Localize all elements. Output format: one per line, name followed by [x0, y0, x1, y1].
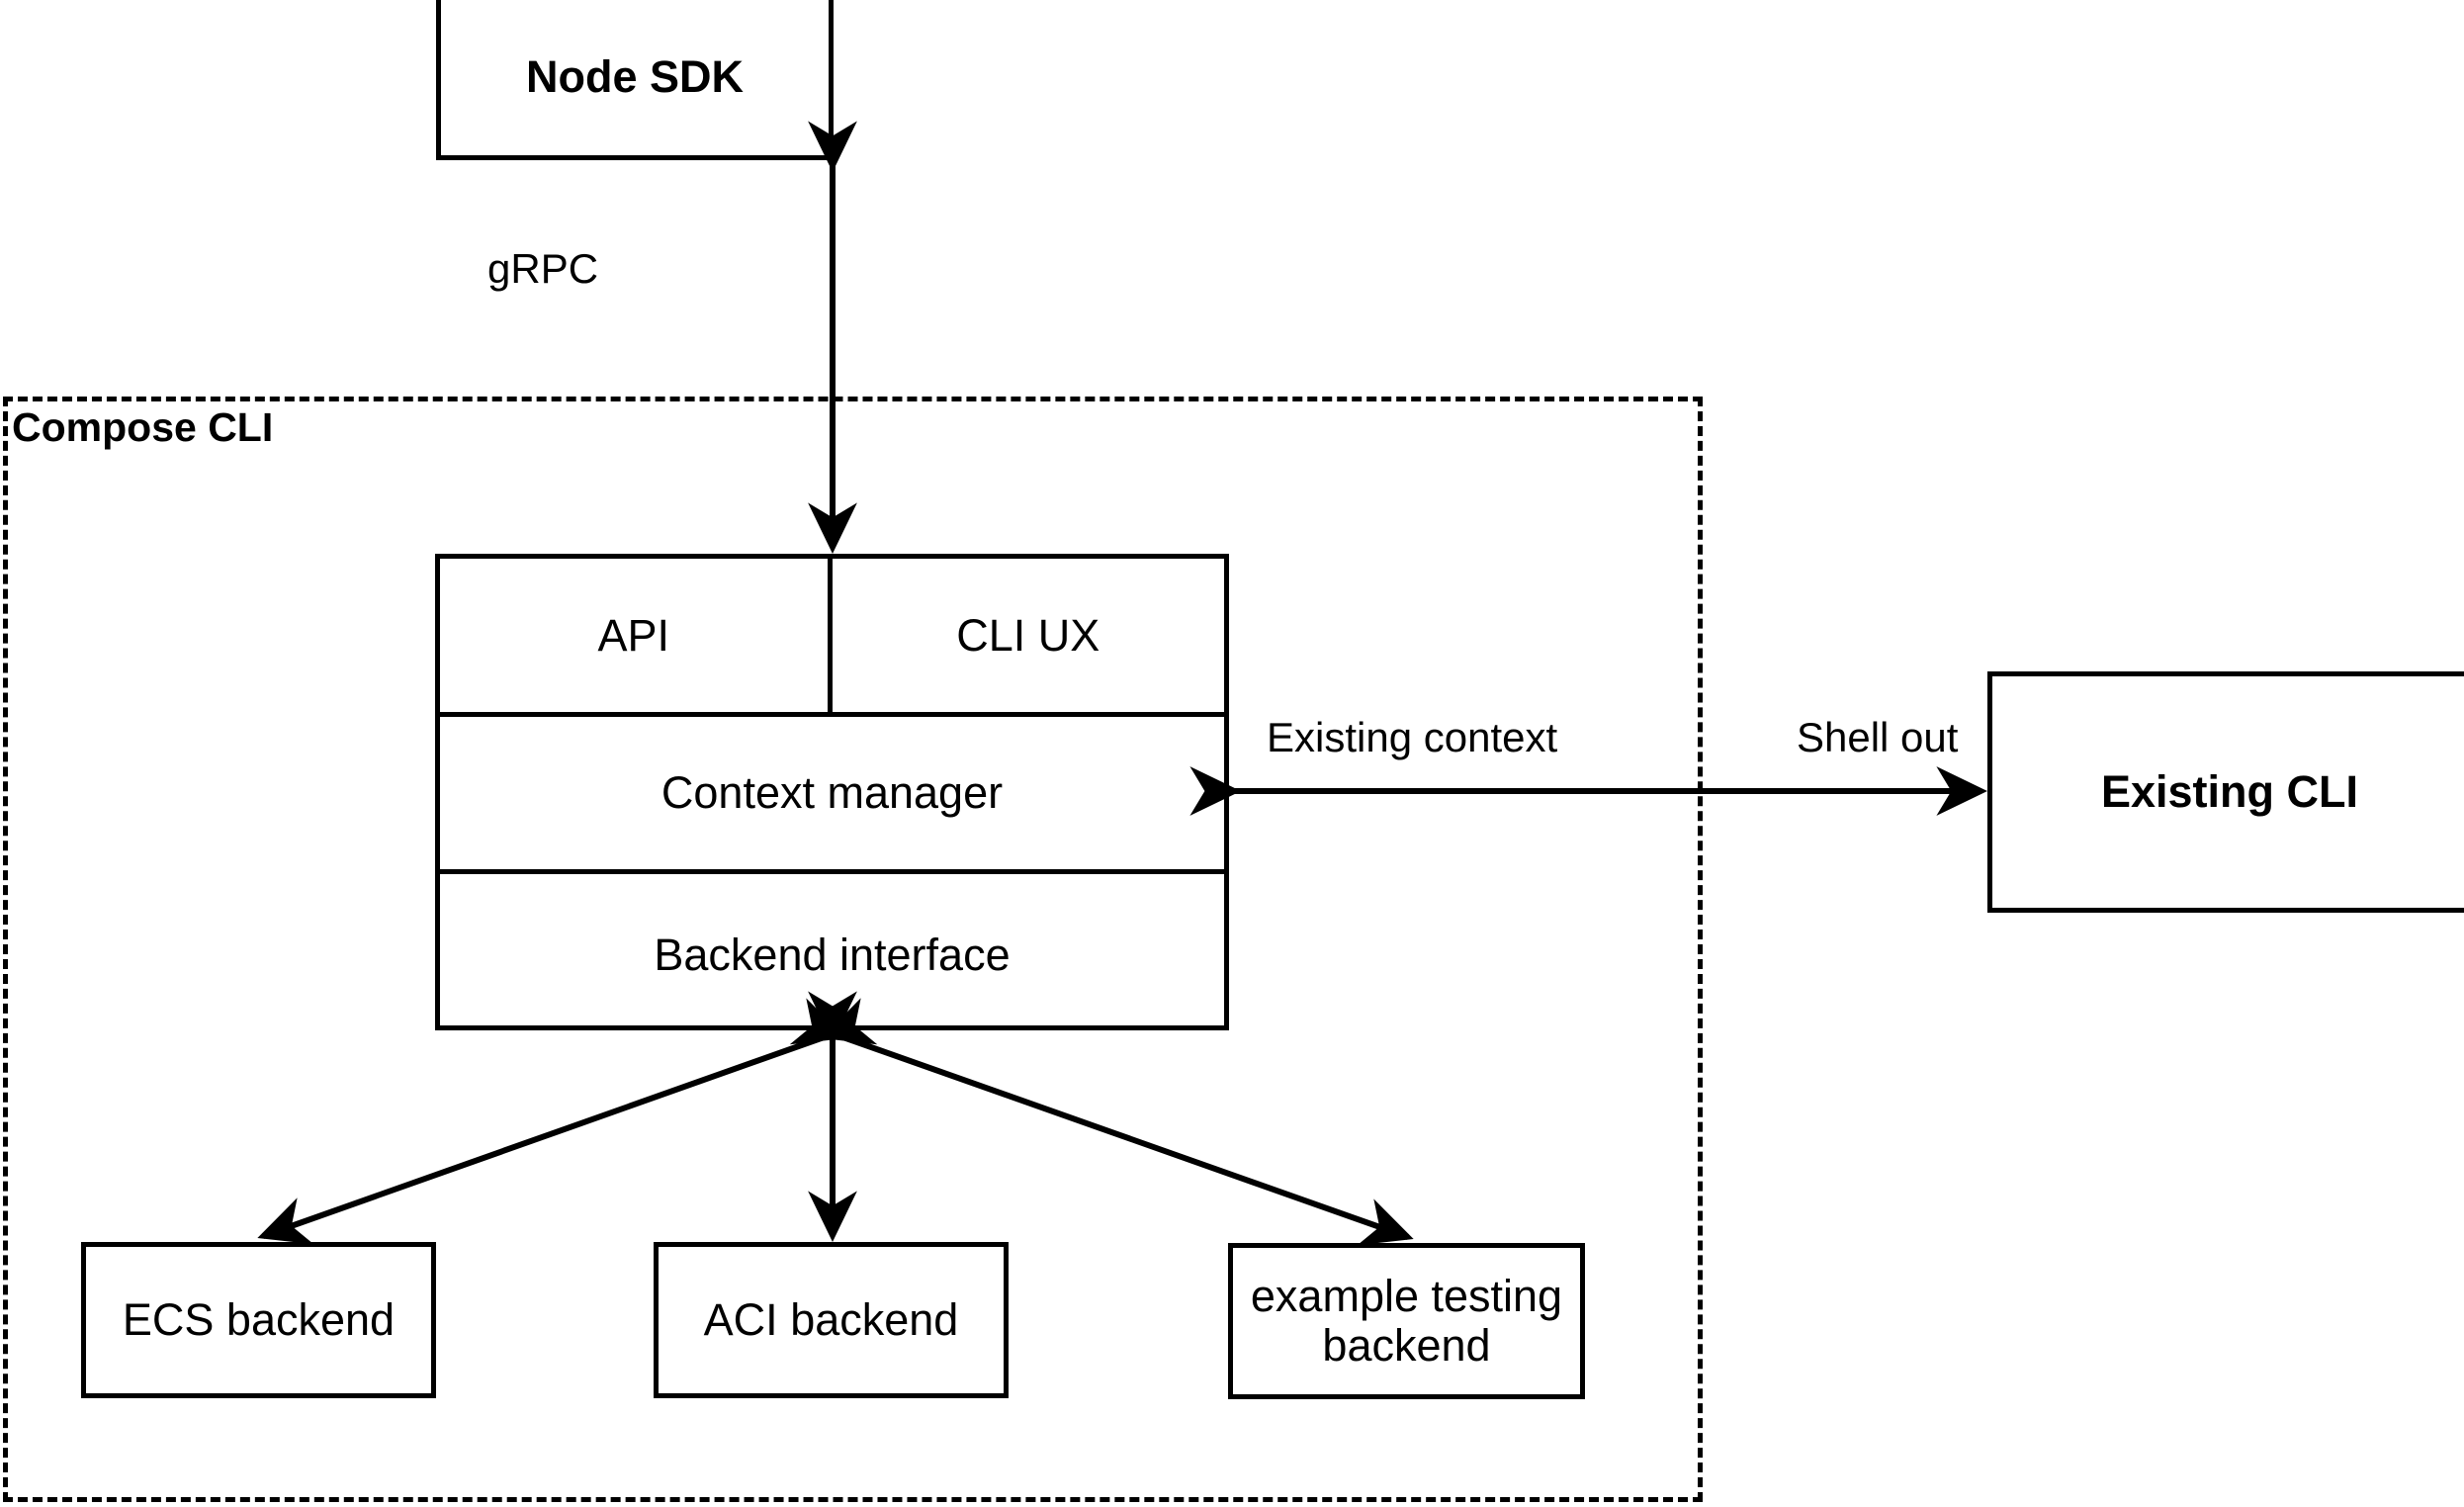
compose-cli-stack: API CLI UX Context manager Backend inter…: [435, 554, 1229, 1030]
api-label: API: [597, 609, 670, 661]
context-manager-label: Context manager: [660, 767, 1004, 818]
existing-cli-label: Existing CLI: [2100, 765, 2359, 817]
api-cell[interactable]: API: [440, 559, 833, 712]
grpc-edge-label: gRPC: [487, 245, 599, 292]
existing-cli-box[interactable]: Existing CLI: [1987, 671, 2464, 913]
compose-cli-group-label: Compose CLI: [12, 404, 274, 450]
aci-backend-label: ACI backend: [703, 1293, 959, 1345]
stack-row-api-cliux: API CLI UX: [440, 559, 1224, 717]
node-sdk-box[interactable]: Node SDK: [436, 0, 834, 160]
existing-context-edge-label: Existing context: [1267, 714, 1558, 760]
ecs-backend-box[interactable]: ECS backend: [81, 1242, 436, 1398]
aci-backend-box[interactable]: ACI backend: [654, 1242, 1009, 1398]
shell-out-edge-label: Shell out: [1797, 714, 1959, 760]
cli-ux-label: CLI UX: [956, 609, 1100, 661]
backend-interface-label: Backend interface: [654, 929, 1011, 980]
backend-interface-cell[interactable]: Backend interface: [440, 874, 1224, 1035]
context-manager-cell[interactable]: Context manager: [440, 717, 1224, 874]
cli-ux-cell[interactable]: CLI UX: [833, 559, 1225, 712]
ecs-backend-label: ECS backend: [122, 1293, 396, 1345]
example-testing-backend-label: example testing backend: [1250, 1270, 1563, 1371]
example-testing-backend-box[interactable]: example testing backend: [1228, 1243, 1585, 1399]
node-sdk-label: Node SDK: [525, 51, 744, 103]
